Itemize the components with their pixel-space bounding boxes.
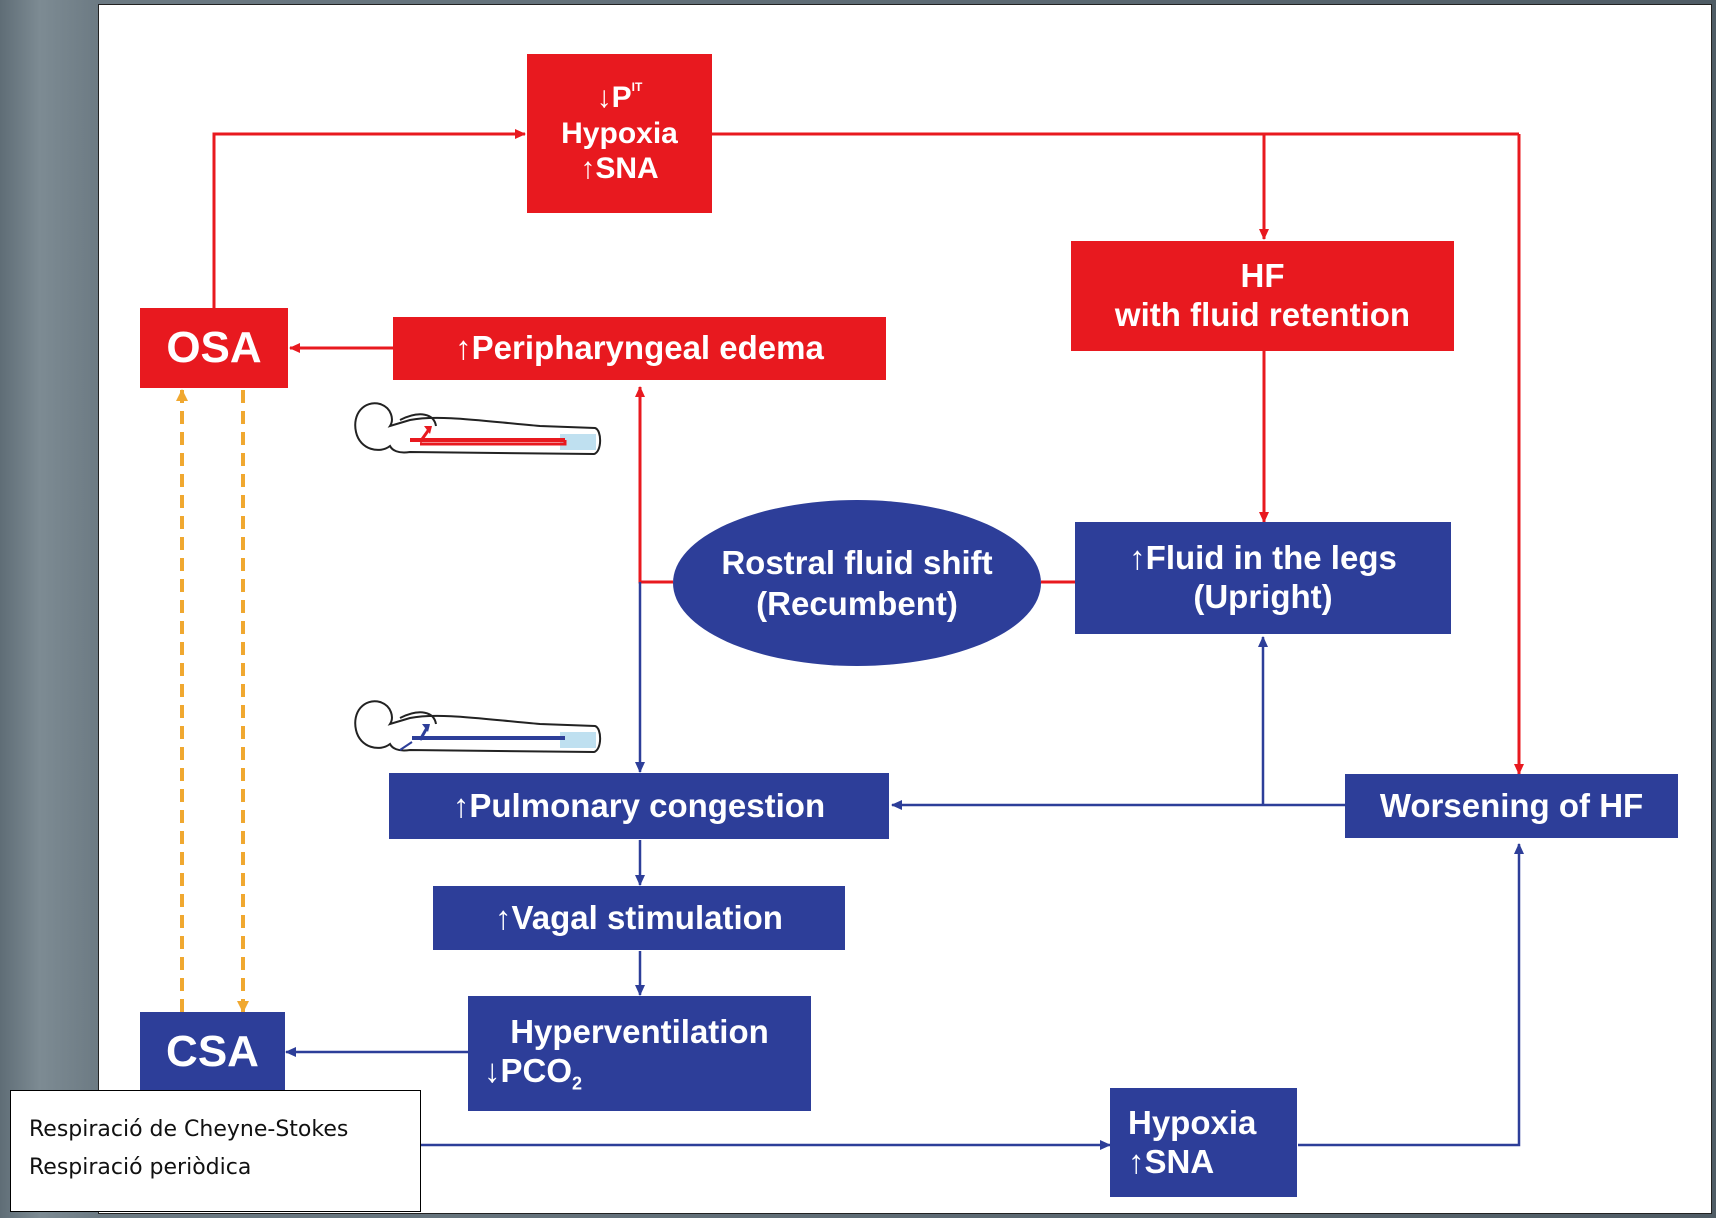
worsening-hf-label: Worsening of HF [1379, 786, 1644, 824]
peripharyngeal-edema-box: ↑Peripharyngeal edema [393, 317, 886, 380]
sna-bottom-label: ↑SNA [1128, 1142, 1215, 1180]
pco2-subscript: 2 [572, 1073, 583, 1094]
arrow-rostral-to-edema [635, 386, 673, 584]
hf-fluid-retention-box: HF with fluid retention [1071, 241, 1454, 351]
pit-label: ↓P [596, 81, 632, 115]
hyperventilation-box: Hyperventilation ↓PCO2 [468, 996, 811, 1111]
hyperventilation-label: Hyperventilation [510, 1012, 769, 1050]
sna-label: ↑SNA [580, 152, 659, 186]
csa-box: CSA [140, 1012, 285, 1092]
recumbent-body-red-icon [354, 402, 602, 456]
fluid-in-legs-box: ↑Fluid in the legs (Upright) [1075, 522, 1451, 634]
hf-label: HF [1240, 257, 1285, 295]
csa-label: CSA [166, 1027, 259, 1077]
pit-subscript: IT [631, 80, 643, 95]
red-top-box: ↓PIT Hypoxia ↑SNA [527, 54, 712, 213]
rostral-label: Rostral fluid shift [721, 543, 993, 581]
fluid-retention-label: with fluid retention [1114, 296, 1411, 333]
note-line-1: Respiració de Cheyne-Stokes [29, 1117, 349, 1142]
recumbent-label: (Recumbent) [756, 585, 958, 622]
worsening-hf-box: Worsening of HF [1345, 774, 1678, 838]
arrow-osa-to-red-top [212, 129, 526, 308]
pco2-label: ↓PCO [484, 1051, 573, 1089]
vagal-stimulation-label: ↑Vagal stimulation [495, 898, 783, 936]
hypoxia-bottom-label: Hypoxia [1128, 1103, 1257, 1141]
vagal-stimulation-box: ↑Vagal stimulation [433, 886, 845, 950]
osa-box: OSA [140, 308, 288, 388]
osa-label: OSA [166, 323, 262, 373]
pulmonary-congestion-label: ↑Pulmonary congestion [452, 786, 826, 824]
pulmonary-congestion-box: ↑Pulmonary congestion [389, 773, 889, 839]
hypoxia-sna-bottom-box: Hypoxia ↑SNA [1110, 1088, 1297, 1197]
hypoxia-label: Hypoxia [561, 116, 678, 150]
recumbent-body-blue-icon [354, 700, 602, 754]
arrow-hypoxia-to-worsening [1298, 843, 1524, 1147]
annotation-note: Respiració de Cheyne-Stokes Respiració p… [10, 1090, 421, 1212]
rostral-fluid-shift-ellipse: Rostral fluid shift (Recumbent) [673, 500, 1041, 666]
fluid-legs-label: ↑Fluid in the legs [1129, 539, 1397, 577]
note-line-2: Respiració periòdica [29, 1155, 252, 1180]
upright-label: (Upright) [1193, 578, 1333, 615]
peripharyngeal-edema-label: ↑Peripharyngeal edema [455, 329, 824, 367]
